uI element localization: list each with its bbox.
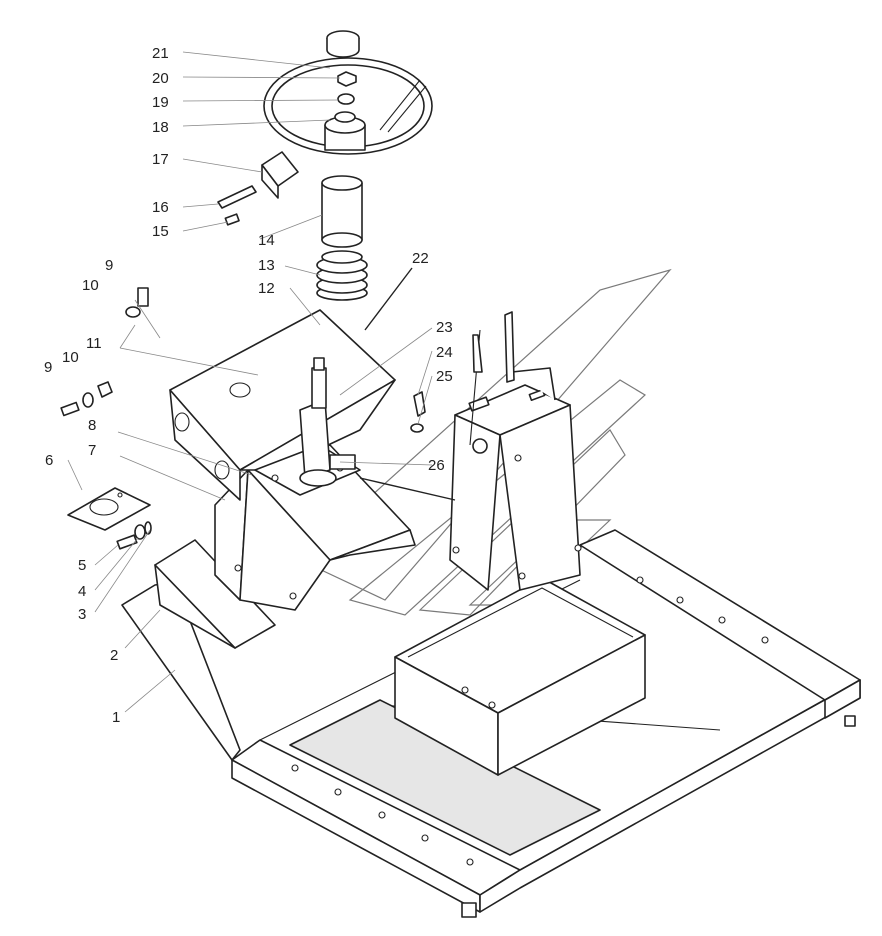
fastener-set-lower [116,521,152,550]
callout-10-left: 10 [62,349,79,366]
callout-21: 21 [152,45,169,62]
steering-wheel [263,30,433,155]
callout-11: 11 [86,335,102,352]
callout-3: 3 [78,606,86,623]
callout-26: 26 [428,457,445,474]
callout-23: 23 [436,319,453,336]
callout-19: 19 [152,94,169,111]
fastener-set-left [60,381,113,417]
mounting-plate [67,487,151,531]
fastener-set-upper [125,287,149,318]
lever-stand [449,311,582,591]
callout-16: 16 [152,199,169,216]
bolt-washer-right [410,391,426,433]
floor-ramp [154,539,276,649]
callout-10-upper: 10 [82,277,99,294]
callout-15: 15 [152,223,169,240]
callout-8: 8 [88,417,96,434]
callout-6: 6 [45,452,53,469]
box-container [394,577,646,776]
bellows [316,250,368,301]
callout-18: 18 [152,119,169,136]
callout-4: 4 [78,583,86,600]
leader-lines [67,51,456,713]
base-frame [121,529,861,918]
callout-17: 17 [152,151,169,168]
callout-9-left: 9 [44,359,52,376]
callout-14: 14 [258,232,275,249]
callout-labels: 21 20 19 18 17 16 15 14 13 12 22 23 24 2… [44,45,453,726]
callout-7: 7 [88,442,96,459]
cap-housing [217,151,299,226]
callout-13: 13 [258,257,275,274]
callout-12: 12 [258,280,275,297]
callout-20: 20 [152,70,169,87]
callout-2: 2 [110,647,118,664]
callout-22: 22 [412,250,429,267]
callout-1: 1 [112,709,120,726]
callout-24: 24 [436,344,453,361]
callout-5: 5 [78,557,86,574]
steering-pedestal [214,444,416,611]
steering-column [254,357,361,496]
callout-9-upper: 9 [105,257,113,274]
callout-25: 25 [436,368,453,385]
sleeve-cylinder [321,175,363,248]
